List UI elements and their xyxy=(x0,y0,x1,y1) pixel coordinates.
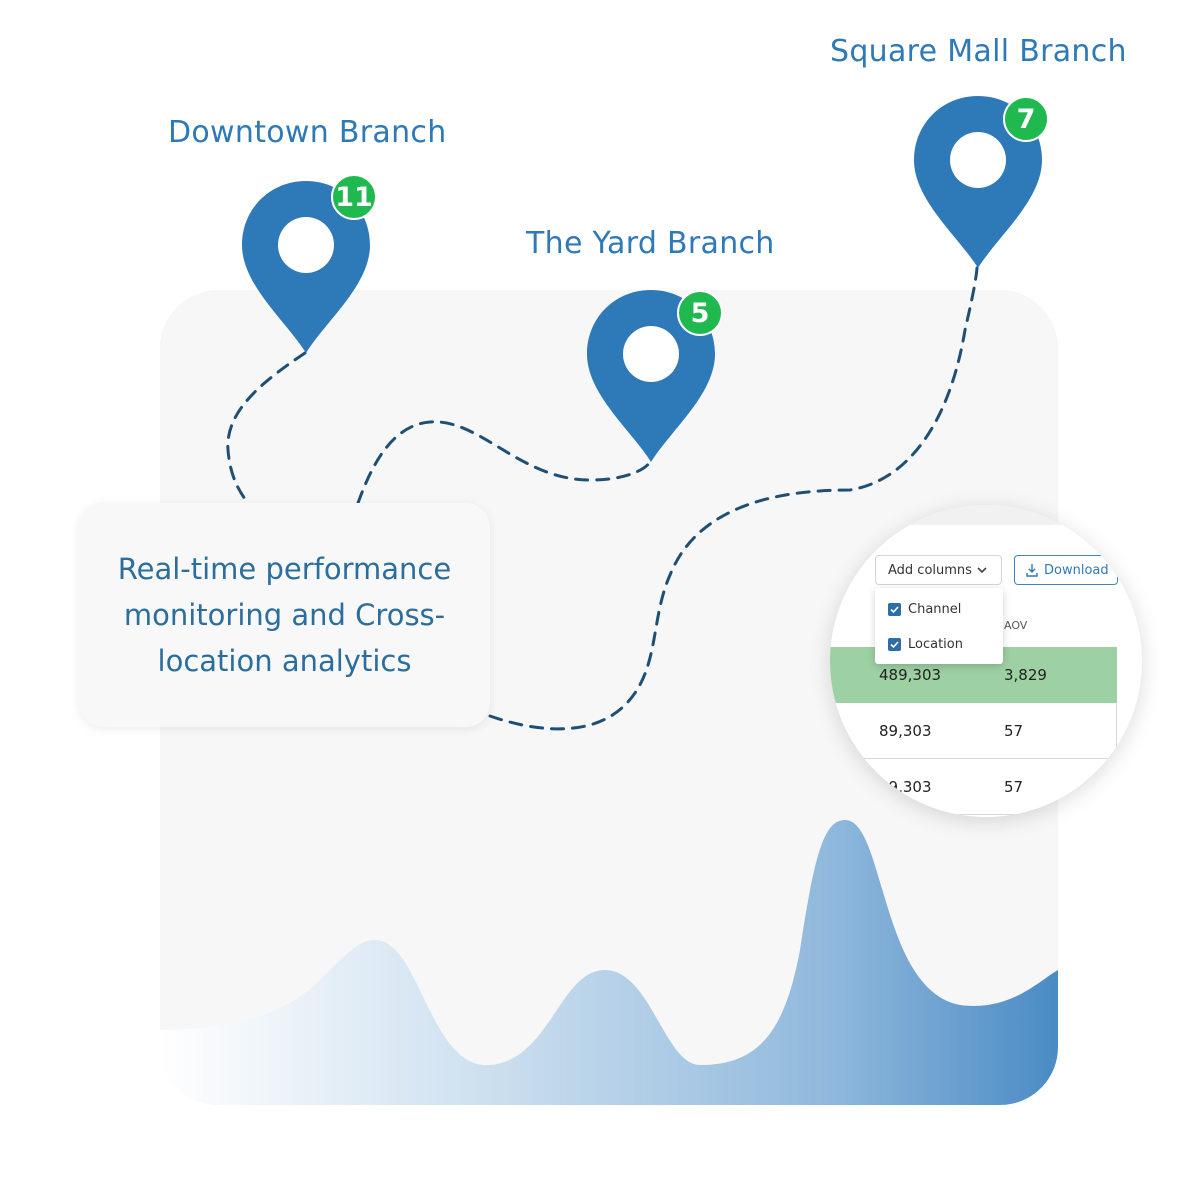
toolbar-strip xyxy=(830,505,1142,525)
table-magnifier: Add columns Download Channel Lo xyxy=(830,505,1142,817)
checkbox-checked-icon[interactable] xyxy=(888,637,901,651)
checkbox-checked-icon[interactable] xyxy=(888,602,901,616)
table-cell-value: 489,303 xyxy=(879,666,942,684)
area-wave-shape xyxy=(160,820,1058,1105)
table-cell-aov: 57 xyxy=(1004,722,1024,740)
chevron-down-icon xyxy=(975,563,989,581)
dropdown-item-label: Location xyxy=(908,636,963,652)
download-label: Download xyxy=(1044,562,1109,578)
feature-callout-card: Real-time performance monitoring and Cro… xyxy=(79,503,490,727)
pin-yard[interactable]: 5 xyxy=(587,290,723,466)
column-header-aov: AOV xyxy=(1004,619,1028,632)
dropdown-item-channel[interactable]: Channel xyxy=(888,599,961,619)
branch-label-square-mall: Square Mall Branch xyxy=(830,34,1127,69)
count-badge: 7 xyxy=(1003,96,1049,142)
branch-label-downtown: Downtown Branch xyxy=(168,115,447,150)
dropdown-item-location[interactable]: Location xyxy=(888,634,963,654)
map-pin-icon xyxy=(242,181,370,353)
pin-square-mall[interactable]: 7 xyxy=(914,96,1049,272)
table-cell-value: 89,303 xyxy=(879,722,932,740)
feature-callout-text: Real-time performance monitoring and Cro… xyxy=(117,552,452,678)
add-columns-dropdown: Channel Location xyxy=(875,588,1003,664)
table-row[interactable]: 89,303 57 xyxy=(830,703,1117,759)
table-cell-aov: 57 xyxy=(1004,778,1024,796)
download-button[interactable]: Download xyxy=(1014,555,1118,585)
table-row[interactable]: 89,303 57 xyxy=(830,759,1117,815)
map-pin-icon xyxy=(914,96,1042,268)
add-columns-label: Add columns xyxy=(888,562,972,578)
area-wave xyxy=(160,820,1058,1105)
dropdown-item-label: Channel xyxy=(908,601,962,617)
pin-downtown[interactable]: 11 xyxy=(242,174,377,357)
count-badge: 11 xyxy=(331,174,377,220)
count-badge: 5 xyxy=(677,290,723,336)
branch-label-yard: The Yard Branch xyxy=(526,226,775,261)
map-pin-icon xyxy=(587,290,715,462)
download-icon xyxy=(1025,563,1039,577)
table-cell-aov: 3,829 xyxy=(1004,666,1047,684)
table-cell-value: 89,303 xyxy=(879,778,932,796)
add-columns-button[interactable]: Add columns xyxy=(875,555,1002,585)
